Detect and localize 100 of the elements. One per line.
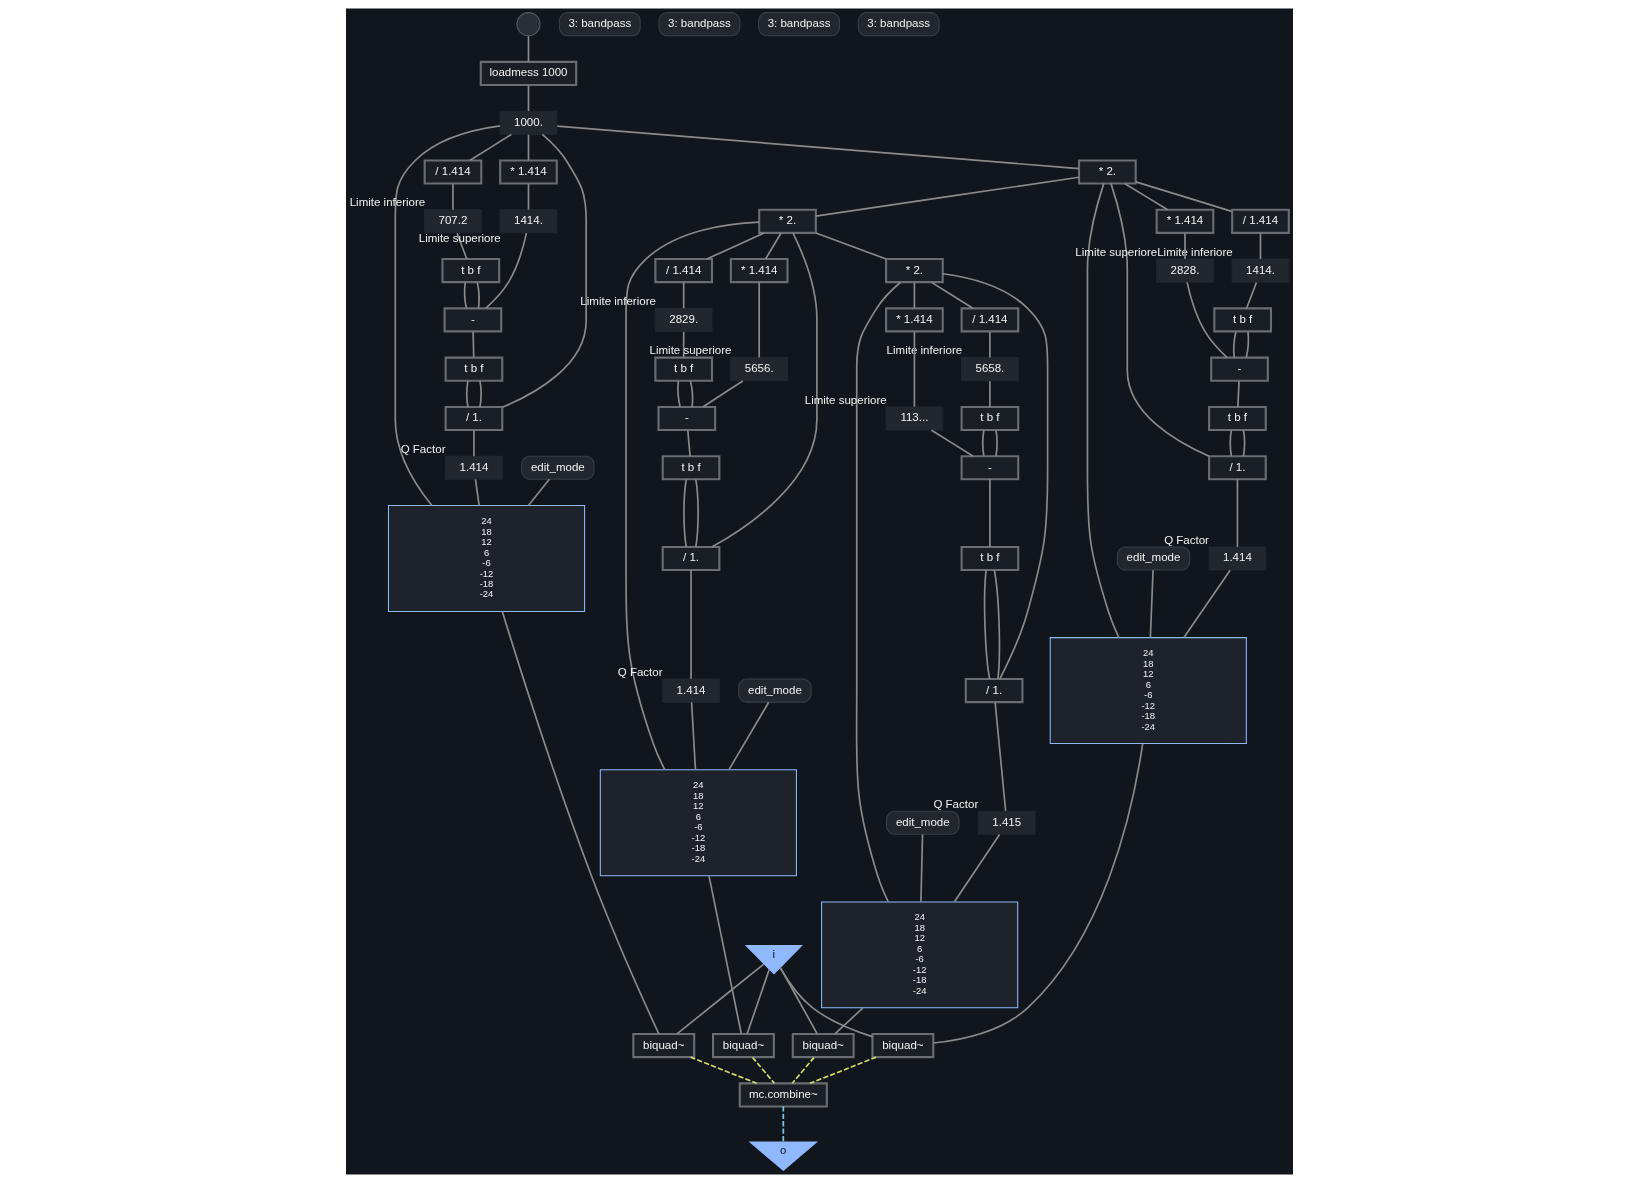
connector [1124, 182, 1169, 211]
node-label: Q Factor [1164, 533, 1209, 546]
node-box: 1414. [1231, 258, 1290, 283]
node-box: - [960, 455, 1020, 481]
connector [711, 232, 818, 548]
connector [989, 380, 991, 408]
connector [728, 701, 770, 771]
node-box: 24 18 12 6 -6 -12 -18 -24 [599, 769, 797, 877]
node-box: 1.414 [1208, 546, 1267, 571]
node-box: - [443, 307, 503, 333]
connector [473, 429, 475, 457]
node-label: Limite superiore [1075, 245, 1158, 258]
connector [472, 331, 475, 359]
connector [686, 429, 691, 457]
node-label: Q Factor [617, 665, 663, 678]
connector [527, 478, 551, 507]
connector [682, 331, 685, 359]
connector [920, 833, 924, 903]
node-box: - [657, 405, 717, 432]
node-box: / 1.414 [654, 258, 714, 284]
node-label: Limite superiore [418, 232, 501, 245]
node-box: t b f [960, 545, 1020, 572]
node-box: / 1. [444, 405, 504, 432]
connector [689, 380, 694, 408]
connector [466, 380, 469, 408]
node-circle [516, 12, 541, 37]
node-box: / 1. [1208, 455, 1267, 481]
node-box: loadmess 1000 [479, 60, 578, 86]
connector [941, 272, 1049, 680]
node-box: 3: bandpass [857, 12, 940, 37]
node-box: 2829. [654, 307, 713, 332]
node-label: Q Factor [400, 442, 446, 455]
connector [930, 429, 974, 457]
node-box: / 1.414 [1231, 208, 1290, 234]
node-box: 1000. [499, 110, 558, 135]
node-box: 24 18 12 6 -6 -12 -18 -24 [387, 504, 586, 612]
connector [1245, 331, 1250, 359]
connector [746, 968, 771, 1035]
connector [989, 478, 991, 548]
node-label: Limite inferiore [349, 196, 426, 209]
connector [989, 331, 991, 359]
node-box: 1414. [499, 209, 558, 234]
node-box: / 1.414 [423, 159, 483, 185]
node-box: 1.414 [662, 678, 720, 703]
connector [527, 35, 530, 63]
connector [994, 701, 1007, 812]
connector [995, 429, 998, 457]
node-label: Limite superiore [649, 344, 732, 357]
node-box: * 1.414 [729, 258, 789, 284]
connector [1242, 429, 1246, 457]
node-box: t b f [960, 405, 1020, 432]
connector [834, 1007, 864, 1035]
connector [1259, 232, 1262, 260]
node-box: biquad~ [791, 1033, 855, 1059]
connector [779, 966, 874, 1038]
connector [469, 133, 513, 162]
connector [527, 133, 530, 162]
node-box: t b f [444, 356, 504, 382]
connector [682, 281, 685, 310]
node-box: * 1.414 [885, 307, 944, 333]
connector [913, 281, 916, 310]
connector [953, 833, 1001, 903]
connector [527, 183, 530, 211]
node-box: * 2. [1078, 159, 1137, 185]
node-box: * 1.414 [499, 159, 558, 185]
connector [1086, 182, 1120, 639]
connector [708, 875, 743, 1035]
connector [932, 743, 1144, 1044]
connector [982, 429, 985, 457]
node-box: biquad~ [871, 1033, 935, 1059]
node-box: 3: bandpass [658, 12, 741, 37]
connector [677, 380, 681, 408]
connector [690, 701, 697, 771]
node-box: 5658. [961, 357, 1019, 382]
node-box: t b f [441, 258, 501, 284]
node-label: Limite inferiore [886, 344, 963, 357]
node-label: Limite inferiore [580, 294, 656, 307]
connector [1183, 569, 1231, 639]
connector [479, 380, 482, 408]
node-box: * 2. [758, 208, 817, 234]
node-box: t b f [1208, 405, 1267, 432]
node-box: biquad~ [632, 1033, 696, 1059]
connector [764, 232, 782, 260]
node-label: Limite inferiore [1157, 245, 1233, 258]
connector [474, 478, 480, 507]
connector [815, 176, 1080, 217]
connector [809, 1056, 877, 1085]
connector [527, 84, 530, 112]
node-box: 5656. [730, 357, 789, 382]
node-box: edit_mode [521, 455, 595, 480]
connector [758, 281, 761, 359]
connector [1149, 569, 1154, 639]
connector [690, 569, 692, 680]
connector [625, 221, 760, 771]
connector [779, 966, 819, 1035]
connector [751, 1056, 776, 1085]
node-box: 1.414 [445, 455, 503, 480]
node-box: / 1. [964, 678, 1024, 704]
node-box: 24 18 12 6 -6 -12 -18 -24 [1049, 637, 1247, 745]
connector [815, 232, 887, 260]
